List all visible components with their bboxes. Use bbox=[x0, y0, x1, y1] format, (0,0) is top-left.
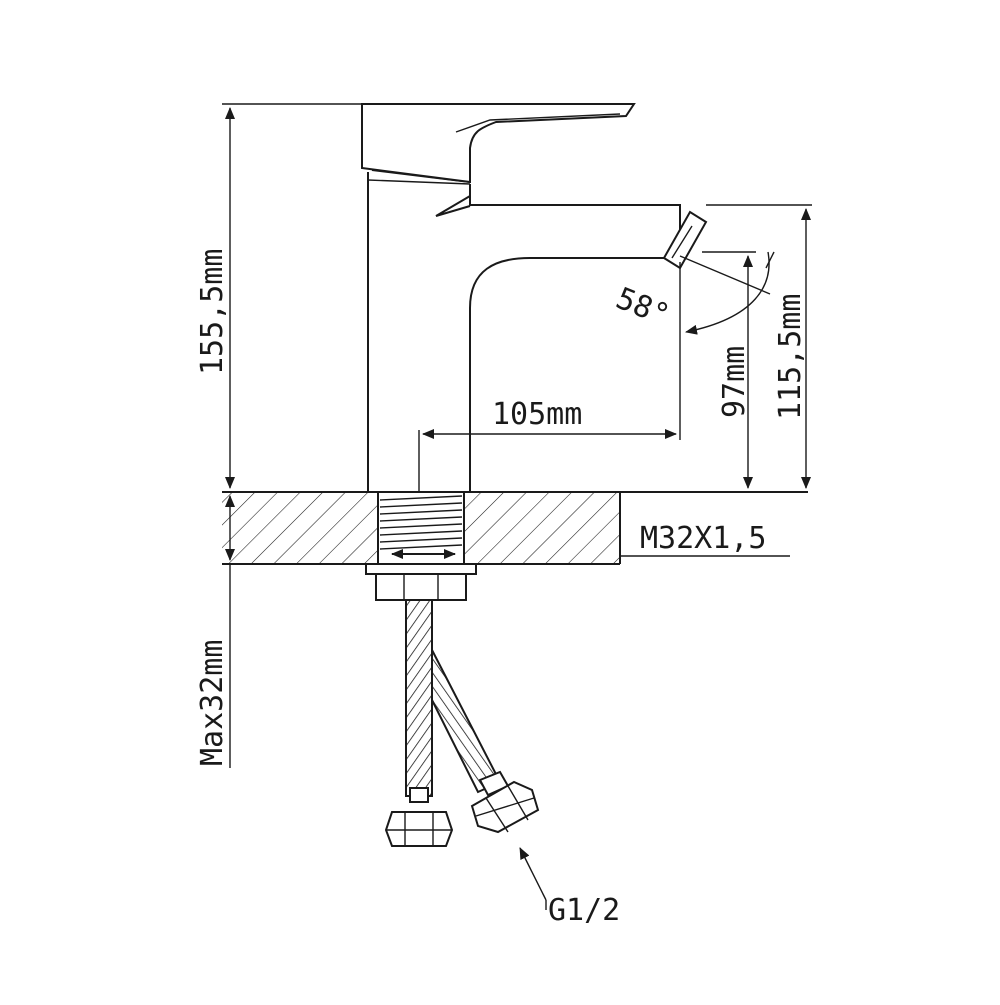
dimension-max-thickness: Max32mm bbox=[195, 495, 235, 768]
dimension-total-height: 155,5mm bbox=[195, 103, 362, 489]
faucet-handle bbox=[361, 103, 636, 184]
dimension-spout-angle: 58° bbox=[611, 251, 775, 335]
max-thickness-label: Max32mm bbox=[195, 640, 230, 766]
callout-mount-thread: M32X1,5 bbox=[640, 521, 766, 556]
threaded-shank bbox=[377, 491, 465, 565]
dimension-outlet-height: 97mm bbox=[702, 251, 756, 489]
total-height-label: 155,5mm bbox=[195, 249, 230, 375]
dimension-spout-height: 115,5mm bbox=[706, 204, 812, 489]
spout-reach-label: 105mm bbox=[492, 397, 582, 432]
callout-hose-thread: G1/2 bbox=[519, 847, 620, 928]
flexible-hose-left bbox=[405, 599, 433, 803]
flexible-hose-right bbox=[431, 649, 510, 797]
fixing-nut bbox=[365, 563, 477, 601]
faucet-body bbox=[367, 169, 681, 493]
hose-thread-label: G1/2 bbox=[548, 893, 620, 928]
outlet-height-label: 97mm bbox=[717, 346, 752, 418]
spout-angle-label: 58° bbox=[611, 281, 674, 334]
spout-height-label: 115,5mm bbox=[773, 294, 808, 420]
mount-thread-label: M32X1,5 bbox=[640, 521, 766, 556]
hose-nut-left bbox=[384, 811, 454, 847]
dimension-spout-reach: 105mm bbox=[418, 262, 681, 492]
spout-aerator bbox=[662, 210, 708, 270]
hose-nut-right bbox=[470, 780, 540, 834]
